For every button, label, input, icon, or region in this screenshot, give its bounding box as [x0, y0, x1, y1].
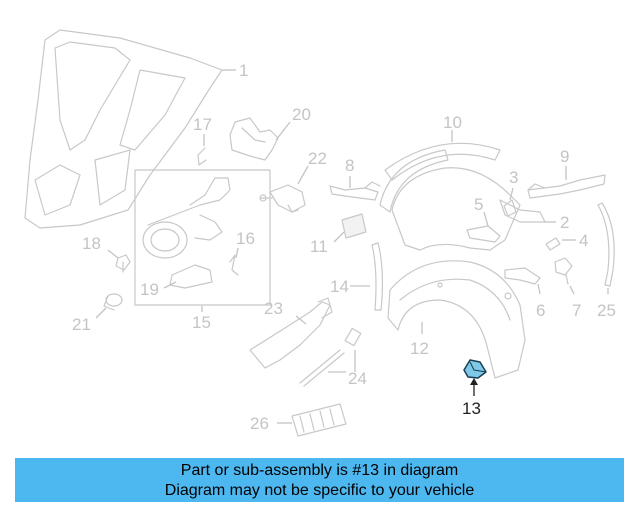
callout-9: 9 — [560, 147, 569, 166]
seal-part-25 — [597, 202, 615, 287]
clip-part-3 — [503, 199, 517, 217]
plug-part-21 — [103, 293, 123, 311]
callout-3: 3 — [509, 168, 518, 187]
inner-wheelhouse-part-12 — [387, 260, 526, 379]
callout-16: 16 — [236, 229, 255, 248]
bracket-part-20 — [229, 117, 279, 161]
callout-11: 11 — [310, 237, 328, 256]
strip-part-6 — [504, 267, 541, 285]
callout-7: 7 — [572, 301, 581, 320]
callout-14: 14 — [330, 277, 349, 296]
fastener-part-7 — [554, 257, 573, 285]
callout-20: 20 — [292, 105, 311, 124]
clip-part-17 — [197, 147, 207, 166]
callout-19: 19 — [140, 280, 159, 299]
callout-8: 8 — [345, 156, 354, 175]
callout-21: 21 — [72, 315, 91, 334]
callout-2: 2 — [560, 213, 569, 232]
moulding-part-14 — [371, 242, 384, 311]
callout-23: 23 — [264, 299, 283, 318]
splash-shield-part-23 — [249, 297, 333, 369]
fuel-door-assembly-box-15 — [134, 169, 271, 306]
callout-12: 12 — [410, 339, 429, 358]
callout-24: 24 — [348, 369, 367, 388]
highlighted-part-13[interactable] — [463, 359, 487, 379]
clip-part-4 — [545, 237, 561, 251]
callout-6: 6 — [536, 301, 545, 320]
grommet-part-18 — [115, 254, 131, 273]
callout-13: 13 — [462, 399, 481, 418]
info-banner: Part or sub-assembly is #13 in diagram D… — [15, 458, 624, 502]
callout-10: 10 — [443, 113, 462, 132]
trim-part-9 — [527, 174, 606, 199]
callout-22: 22 — [308, 149, 327, 168]
banner-line-1: Part or sub-assembly is #13 in diagram — [180, 462, 459, 479]
banner-line-2: Diagram may not be specific to your vehi… — [164, 482, 475, 499]
callout-4: 4 — [579, 231, 588, 250]
callout-5: 5 — [474, 195, 483, 214]
exploded-parts-diagram: 1 17 20 22 15 — [24, 29, 616, 437]
vent-grille-part-26 — [291, 403, 347, 437]
pad-part-11 — [341, 213, 367, 239]
bracket-part-5 — [466, 225, 501, 243]
quarter-panel-part — [24, 29, 223, 229]
callout-18: 18 — [82, 234, 101, 253]
actuator-part-22 — [259, 184, 306, 213]
hinge-part-8 — [329, 181, 381, 201]
callout-15: 15 — [192, 313, 211, 332]
strut-part-24 — [299, 327, 362, 387]
callout-25: 25 — [597, 301, 616, 320]
callout-17: 17 — [193, 115, 212, 134]
wheel-arch-liner-part-10 — [379, 142, 521, 251]
callout-26: 26 — [250, 414, 269, 433]
callout-1: 1 — [239, 61, 248, 80]
